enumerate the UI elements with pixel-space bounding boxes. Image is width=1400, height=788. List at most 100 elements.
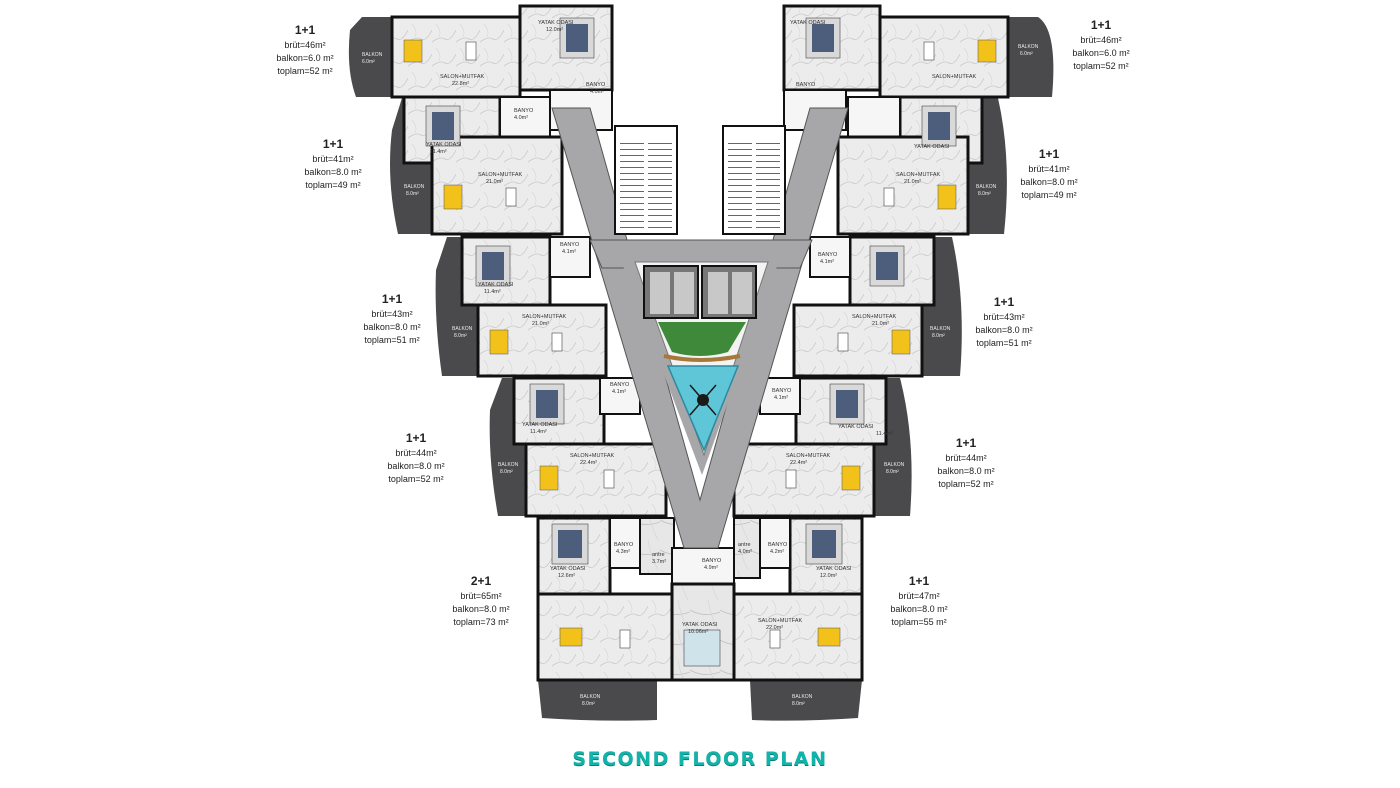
room-area: 4.1m² [774,395,788,401]
room-label: BALKON [498,462,519,468]
unit-label-left-5: 2+1 brüt=65m² balkon=8.0 m² toplam=73 m² [448,575,514,629]
room-area: 11.4m² [430,149,447,155]
room-area: 8.0m² [454,333,467,339]
room-label: BALKON [792,694,813,700]
unit-gross-area: brüt=43m² [371,309,413,319]
unit-gross-area: brüt=47m² [898,591,940,601]
unit-type: 1+1 [381,292,403,306]
room-area: 8.0m² [932,333,945,339]
room-area: 4.2m² [770,549,784,555]
room-label: SALON+MUTFAK [852,314,896,320]
room-area: 8.0m² [886,469,899,475]
unit-type: 1+1 [294,23,316,37]
room-area: 4.1m² [820,259,834,265]
unit-total-area: toplam=52 m² [388,474,444,484]
unit-label-left-3: 1+1 brüt=43m² balkon=8.0 m² toplam=51 m² [359,293,425,347]
staircases [614,125,786,235]
unit-balcony-area: balkon=6.0 m² [1072,48,1130,58]
room-label: SALON+MUTFAK [570,453,614,459]
room-label: SALON+MUTFAK [522,314,566,320]
unit-type: 1+1 [405,431,427,445]
room-label: SALON+MUTFAK [440,74,484,80]
room-label: SALON+MUTFAK [758,618,802,624]
unit-balcony-area: balkon=8.0 m² [452,604,510,614]
room-label: BANYO [610,382,630,388]
unit-label-left-2: 1+1 brüt=41m² balkon=8.0 m² toplam=49 m² [300,138,366,192]
room-label: SALON+MUTFAK [932,74,976,80]
room-label: YATAK ODASI [914,144,950,150]
room-label: BANYO [768,542,788,548]
unit-label-right-1: 1+1 brüt=46m² balkon=6.0 m² toplam=52 m² [1068,19,1134,73]
room-label: BANYO [796,82,816,88]
room-label: YATAK ODASI [838,424,874,430]
unit-total-area: toplam=55 m² [891,617,947,627]
room-label: BALKON [884,462,905,468]
unit-type: 1+1 [955,436,977,450]
room-label: SALON+MUTFAK [896,172,940,178]
room-area: 10.06m² [688,629,708,635]
plan-title: SECOND FLOOR PLAN [572,748,828,770]
room-label: BANYO [702,558,722,564]
unit-total-area: toplam=51 m² [364,335,420,345]
room-area: 4.0m² [514,115,528,121]
unit-total-area: toplam=49 m² [1021,190,1077,200]
room-label: YATAK ODASI [550,566,586,572]
room-area: 8.0m² [978,191,991,197]
unit-gross-area: brüt=41m² [312,154,354,164]
room-labels-right: BALKON 6.0m² SALON+MUTFAK YATAK ODASI BA… [738,20,1039,707]
unit-total-area: toplam=49 m² [305,180,361,190]
room-label: YATAK ODASI [478,282,514,288]
unit-balcony-area: balkon=8.0 m² [304,167,362,177]
room-label: SALON+MUTFAK [478,172,522,178]
room-label: YATAK ODASI [426,142,462,148]
room-area: 8.0m² [406,191,419,197]
unit-total-area: toplam=73 m² [453,617,509,627]
room-area: 6.0m² [362,59,375,65]
unit-gross-area: brüt=44m² [945,453,987,463]
atrium [634,261,769,457]
unit-label-right-4: 1+1 brüt=44m² balkon=8.0 m² toplam=52 m² [933,437,999,491]
right-wing [732,4,1010,682]
room-area: 11.4m² [530,429,547,435]
unit-total-area: toplam=51 m² [976,338,1032,348]
room-label: BANYO [514,108,534,114]
room-label: BALKON [580,694,601,700]
unit-balcony-area: balkon=8.0 m² [937,466,995,476]
unit-gross-area: brüt=43m² [983,312,1025,322]
room-label: YATAK ODASI [790,20,826,26]
room-area: 12.0m² [546,27,563,33]
room-area: 22.8m² [452,81,469,87]
unit-label-right-2: 1+1 brüt=41m² balkon=8.0 m² toplam=49 m² [1016,148,1082,202]
unit-gross-area: brüt=65m² [460,591,502,601]
room-area: 12.6m² [558,573,575,579]
unit-gross-area: brüt=46m² [284,40,326,50]
room-area: 3.7m² [652,559,666,565]
room-label: antre [738,542,751,548]
room-area: 21.0m² [532,321,549,327]
room-label: BALKON [362,52,383,58]
unit-label-left-1: 1+1 brüt=46m² balkon=6.0 m² toplam=52 m² [272,24,338,78]
room-area: 22.0m² [766,625,783,631]
room-area: 4.9m² [704,565,718,571]
unit-type: 1+1 [1090,18,1112,32]
room-label: YATAK ODASI [538,20,574,26]
room-area: 11.4m² [484,289,501,295]
unit-gross-area: brüt=41m² [1028,164,1070,174]
room-area: 8.0m² [582,701,595,707]
room-area: 4.1m² [612,389,626,395]
room-label: BALKON [976,184,997,190]
room-label: BALKON [404,184,425,190]
unit-type: 1+1 [1038,147,1060,161]
room-area: 4.3m² [616,549,630,555]
unit-total-area: toplam=52 m² [277,66,333,76]
unit-type: 1+1 [993,295,1015,309]
room-area: 4.0m² [738,549,752,555]
unit-total-area: toplam=52 m² [1073,61,1129,71]
unit-balcony-area: balkon=8.0 m² [387,461,445,471]
room-label: YATAK ODASI [816,566,852,572]
room-area: 4.0m² [590,89,604,95]
room-area: 22.4m² [580,460,597,466]
room-label: BANYO [772,388,792,394]
room-label: YATAK ODASI [522,422,558,428]
